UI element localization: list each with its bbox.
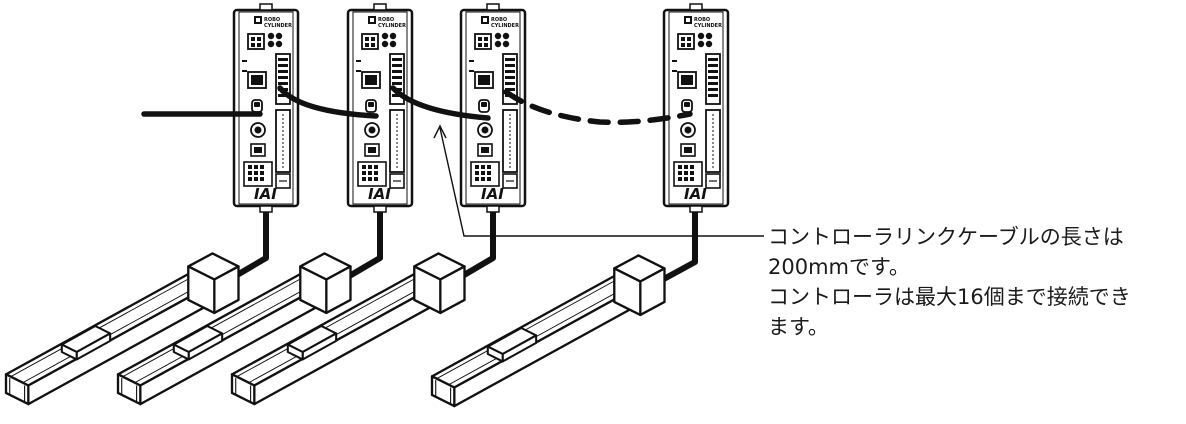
- controller-2-brand-bottom: CYLINDER: [378, 23, 406, 29]
- controller-3: ROBO CYLINDER IAI: [459, 2, 527, 214]
- controller-3-logo: IAI: [481, 185, 504, 203]
- motor-cable-4: [660, 205, 698, 283]
- motor-cable-1: [230, 200, 269, 281]
- controller-1: ROBO CYLINDER IAI: [232, 2, 300, 214]
- motor-cables: [230, 200, 698, 283]
- note-line-3: コントローラは最大16個まで接続でき: [768, 285, 1131, 309]
- link-cable-3-4-dashed: [503, 89, 693, 126]
- link-cable-2-3: [390, 85, 491, 121]
- link-cables: [141, 85, 693, 126]
- note-line-4: ます。: [768, 315, 829, 339]
- controller-4: ROBO CYLINDER IAI: [662, 2, 730, 214]
- controller-4-brand-top: ROBO: [694, 17, 710, 23]
- controller-2-logo: IAI: [368, 185, 391, 203]
- motor-cable-2: [344, 200, 383, 281]
- callout-note: コントローラリンクケーブルの長さは 200mmです。 コントローラは最大16個ま…: [768, 222, 1183, 342]
- callout-leader: [433, 124, 764, 237]
- controller-3-brand-bottom: CYLINDER: [491, 23, 519, 29]
- note-line-2: 200mmです。: [768, 255, 910, 279]
- controller-1-logo: IAI: [254, 185, 277, 203]
- note-line-1: コントローラリンクケーブルの長さは: [768, 225, 1124, 249]
- actuator-4: [430, 254, 666, 408]
- motor-cable-3: [457, 200, 496, 281]
- controller-3-brand-top: ROBO: [491, 17, 507, 23]
- controller-4-logo: IAI: [684, 185, 707, 203]
- callout-arrowhead: [433, 124, 447, 139]
- controller-1-brand-top: ROBO: [264, 17, 280, 23]
- link-cable-1-2: [277, 85, 379, 119]
- controller-2-brand-top: ROBO: [378, 17, 394, 23]
- controller-1-brand-bottom: CYLINDER: [264, 23, 292, 29]
- controller-4-brand-bottom: CYLINDER: [694, 23, 722, 29]
- controller-2: ROBO CYLINDER IAI: [346, 2, 414, 214]
